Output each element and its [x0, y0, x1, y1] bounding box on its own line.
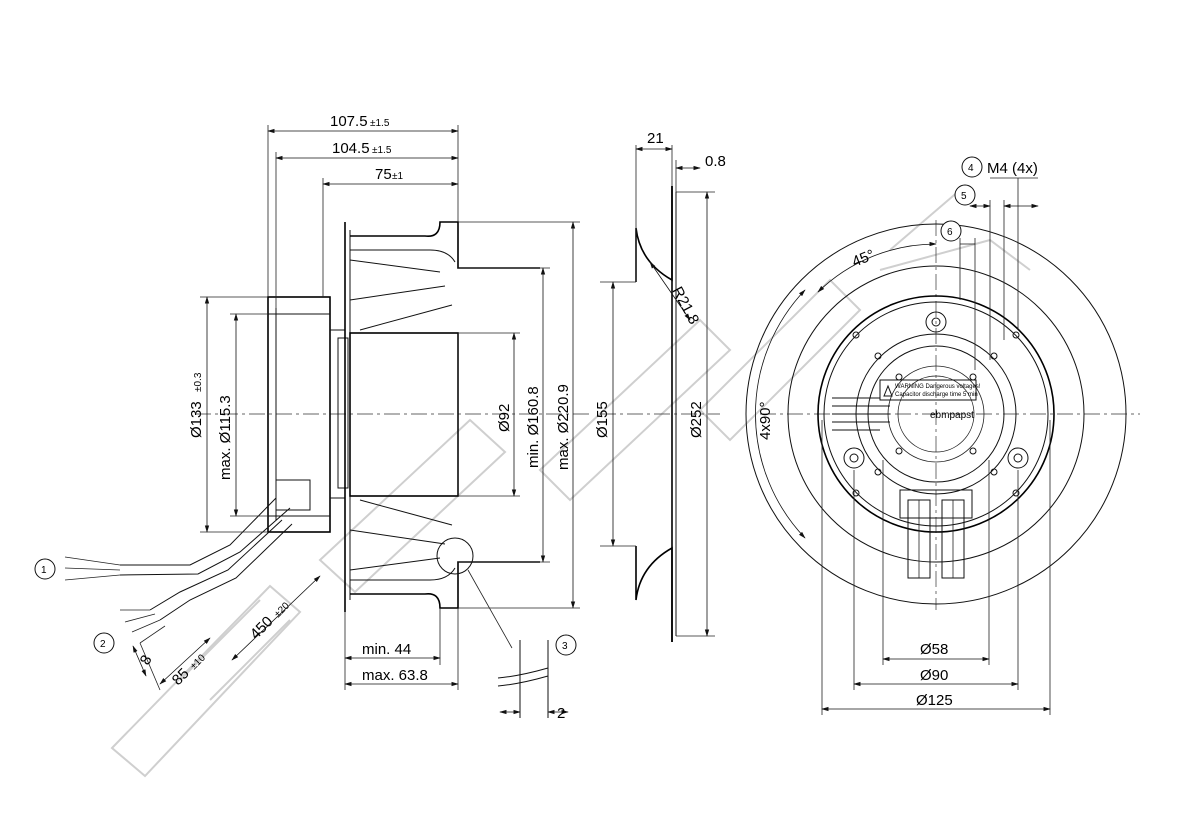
dim-252: Ø252: [688, 401, 705, 438]
svg-text:6: 6: [947, 227, 953, 238]
label-warning-line2: Capacitor discharge time 5 min: [895, 392, 978, 398]
front-view: [745, 177, 1140, 715]
dim-8: 8: [137, 652, 156, 668]
callout-5: 5: [954, 184, 976, 206]
callout-4: 4: [961, 156, 983, 178]
dim-220: max. Ø220.9: [555, 384, 572, 470]
dim-63: max. 63.8: [362, 667, 428, 684]
callout-3: 3: [555, 634, 577, 656]
svg-text:4: 4: [968, 163, 974, 174]
dim-92: Ø92: [496, 404, 513, 432]
dim-155: Ø155: [594, 401, 611, 438]
dim-107: 107.5: [330, 113, 368, 130]
label-warning-line1: WARNING Dangerous voltages!: [895, 384, 981, 390]
dim-45: 45°: [850, 246, 877, 270]
svg-text:2: 2: [100, 639, 106, 650]
dim-21: 21: [647, 130, 664, 147]
watermark: [110, 189, 1031, 778]
dim-107-tol: ±1.5: [370, 118, 390, 129]
callout-1: 1: [34, 558, 56, 580]
dim-104: 104.5: [332, 140, 370, 157]
dim-75-tol: ±1: [392, 171, 403, 182]
dim-133: Ø133: [188, 401, 205, 438]
svg-text:1: 1: [41, 565, 47, 576]
dim-160: min. Ø160.8: [525, 386, 542, 468]
dim-4x90: 4x90°: [757, 401, 774, 440]
svg-text:3: 3: [562, 641, 568, 652]
dim-58: Ø58: [920, 641, 948, 658]
side-view: [64, 125, 590, 718]
brand-label: ebmpapst: [930, 410, 974, 421]
dim-115: max. Ø115.3: [217, 395, 234, 480]
dim-m4: M4 (4x): [987, 160, 1038, 177]
dim-104-tol: ±1.5: [372, 145, 392, 156]
callout-6: 6: [940, 220, 962, 242]
dim-125: Ø125: [916, 692, 953, 709]
dim-75: 75: [375, 166, 392, 183]
dim-r21-8: R21.8: [668, 284, 702, 327]
dim-44: min. 44: [362, 641, 411, 658]
dim-133-tol: ±0.3: [193, 372, 204, 392]
dim-2: 2: [557, 705, 565, 722]
section-view: [600, 145, 720, 642]
callout-2: 2: [93, 632, 115, 654]
svg-text:5: 5: [961, 191, 967, 202]
dim-90: Ø90: [920, 667, 948, 684]
dim-0-8: 0.8: [705, 153, 726, 170]
